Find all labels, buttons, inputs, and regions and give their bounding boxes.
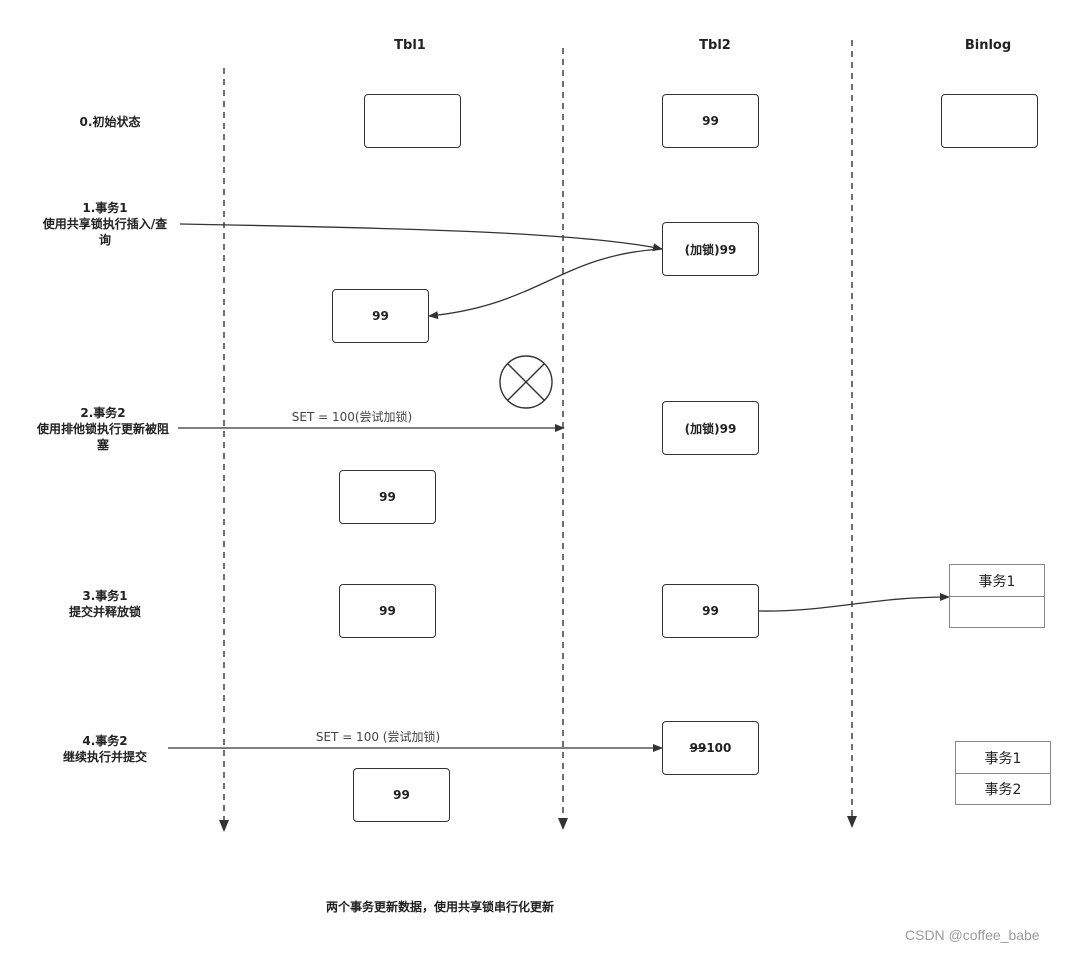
tbl1-step3-box: 99 <box>339 584 436 638</box>
header-tbl1: Tbl1 <box>394 38 426 53</box>
binlog-step4-entry-2: 事务2 <box>984 782 1022 798</box>
diagram-caption: 两个事务更新数据，使用共享锁串行化更新 <box>325 900 554 914</box>
step-2-label: 2.事务2 使用排他锁执行更新被阻 塞 <box>28 405 178 453</box>
tbl1-step1-box: 99 <box>332 289 429 343</box>
tbl2-step1-value: (加锁)99 <box>684 242 737 257</box>
arrow-step3-to-binlog <box>758 593 950 612</box>
header-tbl2: Tbl2 <box>699 38 731 53</box>
tbl2-step2-value: (加锁)99 <box>684 421 737 436</box>
tbl2-step3-value: 99 <box>702 604 719 618</box>
watermark: CSDN @coffee_babe <box>905 927 1040 943</box>
lifeline-3-arrowhead <box>847 816 857 828</box>
lifeline-2-arrowhead <box>558 818 568 830</box>
tbl2-step4-old-value: 99 <box>689 741 707 755</box>
tbl1-step4-value: 99 <box>393 788 410 802</box>
tbl1-step4-box: 99 <box>353 768 450 822</box>
header-binlog: Binlog <box>964 38 1012 53</box>
tbl2-step4-new-value: 100 <box>706 741 732 755</box>
binlog-initial-box <box>941 94 1038 148</box>
tbl2-step2-box: (加锁)99 <box>662 401 759 455</box>
step-0-label: 0.初始状态 <box>79 115 141 129</box>
binlog-step3-table: 事务1 <box>949 564 1045 628</box>
tbl1-step3-value: 99 <box>379 604 396 618</box>
step-4-label: 4.事务2 继续执行并提交 <box>62 734 147 764</box>
lifeline-1-arrowhead <box>219 820 229 832</box>
step-1-label: 1.事务1 使用共享锁执行插入/查 询 <box>30 200 180 248</box>
arrow-step4-label: SET = 100 (尝试加锁) <box>315 730 441 744</box>
arrow-step1-return <box>428 248 663 320</box>
step-3-label: 3.事务1 提交并释放锁 <box>68 589 141 619</box>
tbl2-step1-box: (加锁)99 <box>662 222 759 276</box>
binlog-step3-entry-1: 事务1 <box>950 565 1044 597</box>
binlog-step4-entry-1: 事务1 <box>956 742 1050 774</box>
tbl2-step3-box: 99 <box>662 584 759 638</box>
tbl1-step2-box: 99 <box>339 470 436 524</box>
binlog-step3-entry-2 <box>950 597 1044 627</box>
tbl1-step2-value: 99 <box>379 490 396 504</box>
arrow-step1-to-tbl2 <box>179 223 663 252</box>
tbl2-initial-box: 99 <box>662 94 759 148</box>
tbl1-initial-box <box>364 94 461 148</box>
arrow-step2-label: SET = 100(尝试加锁) <box>291 410 413 424</box>
tbl2-initial-value: 99 <box>702 114 719 128</box>
tbl1-step1-value: 99 <box>372 309 389 323</box>
blocked-icon <box>499 355 553 409</box>
binlog-step4-table: 事务1 事务2 <box>955 741 1051 805</box>
